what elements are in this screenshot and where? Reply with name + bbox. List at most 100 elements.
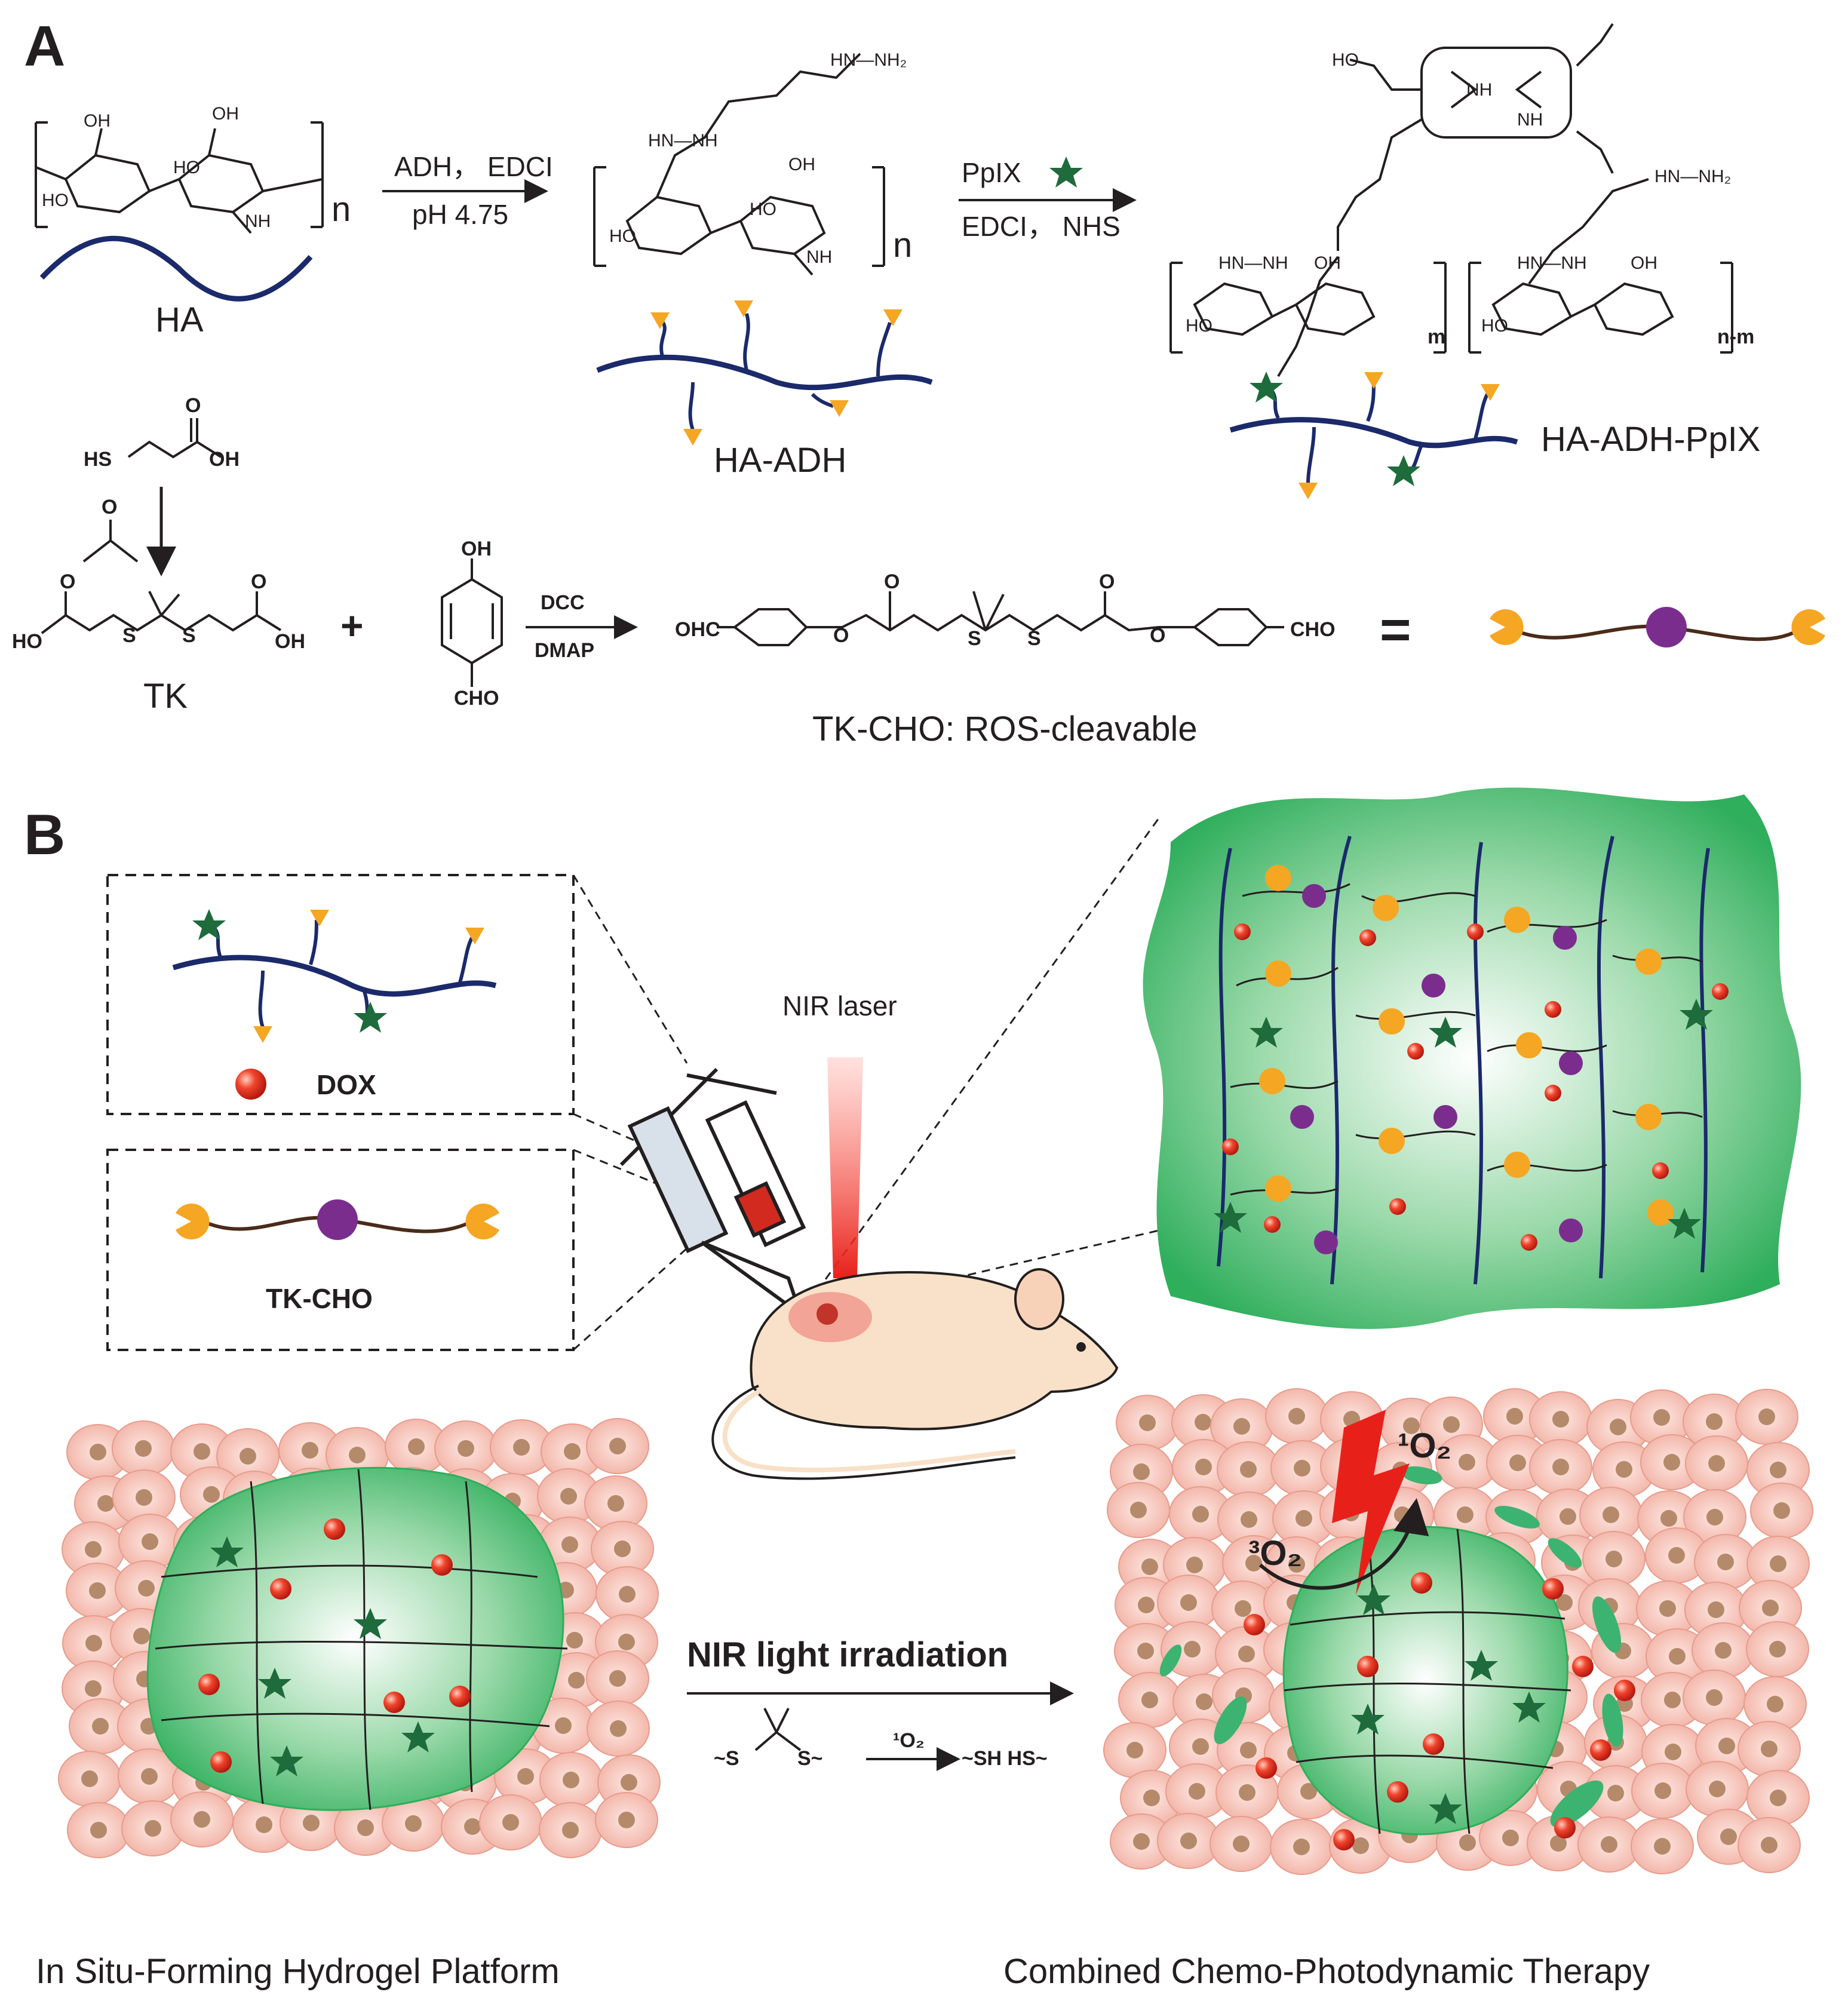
hydrogel-contents-right [1351,1572,1546,1824]
ppix-nh-1: NH [1466,80,1492,100]
acetone-structure [82,520,139,563]
tk-cho-structure [717,591,1284,646]
dmap-label: DMAP [535,639,594,662]
step1-reagents: ADH， EDCI [394,151,553,182]
plus-sign: + [340,603,364,647]
tumor-cell [1210,1816,1273,1872]
lightning-bolt-icon [1332,1410,1410,1595]
mpa-oh: OH [209,448,240,471]
released-dox-particles [1244,1578,1635,1850]
acetone-o: O [102,496,117,518]
dox-label: DOX [317,1069,376,1100]
tk-cho-ester-o-left: O [833,624,849,647]
degrading-hydrogel-right [1282,1526,1568,1836]
tk-cho-ester-o-right: O [1150,624,1165,647]
hydrogel-contents-left [198,1518,471,1776]
tumor-cell [1738,1817,1801,1873]
tumor-cell [67,1802,130,1858]
ha-ho-1: HO [42,191,69,210]
tumor-cell [1529,1439,1592,1495]
hba-oh: OH [461,538,492,560]
ha-adh-repeat-n: n [893,226,912,265]
step2-reagent: PpIX [962,157,1021,188]
triplet-oxygen-label: ³O₂ [1248,1534,1302,1573]
tk-cho-ohc: OHC [675,618,720,641]
dox-sphere-icon [235,1069,266,1100]
tumor-cell [58,1751,121,1807]
ppix-nh-2: NH [1517,110,1543,130]
mpa-hs: HS [84,448,112,471]
hydroxybenzaldehyde-structure [441,558,503,687]
ha-adh-nh: NH [806,247,832,267]
tumor-cell [587,1701,650,1757]
cleavage-products: ~SH HS~ [962,1747,1048,1770]
tumor-cell [539,1802,602,1858]
adh-hn-nh: HN—NH [648,131,718,151]
ppix-polymer-icon [172,909,497,1043]
panel-a-letter: A [24,14,65,78]
tumor-cell [1270,1819,1333,1875]
adh-hydrazide-top: HN—NH₂ [830,50,907,70]
tumor-cell [1631,1818,1694,1874]
tumor-cell [1631,1763,1694,1819]
ha-structure [35,121,324,234]
ppix-repeat-nm: n-m [1717,326,1754,348]
hydrogel-components-box-1 [106,874,575,1115]
tumor-cell [1103,1722,1166,1778]
ppix-oh-left: OH [1314,253,1341,273]
tk-cho-crosslinker-icon-b [176,1199,499,1240]
ppix-ho: HO [1332,50,1359,70]
mpa-o: O [185,394,201,417]
left-caption: In Situ-Forming Hydrogel Platform [36,1952,560,1991]
tumor-cell [1529,1391,1592,1447]
tk-s-left: S [122,624,136,647]
mercaptopropionic-acid-structure [127,418,222,459]
tk-cho-s-right: S [1027,627,1041,650]
tumor-cell [1686,1761,1749,1817]
panel-b-letter: B [24,803,65,867]
ha-adh-oh: OH [788,155,815,174]
tk-cho-o-right: O [1099,570,1115,593]
released-ppix-fragments [1159,1466,1623,1828]
ppix-repeat-m: m [1428,326,1445,348]
ppix-star-icon [1049,156,1083,188]
tk-label: TK [143,677,188,716]
mouse-icon [711,1268,1119,1480]
tumor-cell [170,1791,234,1847]
tumor-cell [1746,1621,1809,1677]
ha-nh: NH [245,211,271,231]
tk-ho: HO [12,630,42,653]
tumor-cell [112,1420,175,1477]
ha-adh-label: HA-ADH [714,441,846,480]
hydrogel-dox-particles [1222,923,1729,1251]
ha-label: HA [155,300,204,339]
ha-adh-ho-2: HO [750,200,776,219]
hydrogel-components-box-2 [106,1149,575,1351]
injected-hydrogel-left [146,1466,564,1811]
tumor-cell [595,1792,658,1848]
oxygen-conversion-arrow [1259,1498,1429,1590]
tk-cho-label-b: TK-CHO [266,1283,373,1314]
step1-conditions: pH 4.75 [412,199,508,230]
step2-conditions: EDCI， NHS [962,211,1121,242]
tumor-cell [595,1566,659,1622]
hydrogel-aldehyde-nodes [1259,865,1674,1226]
thioketal-fragment [754,1708,802,1751]
tk-cho-crosslinker-icon [1490,607,1825,647]
right-caption: Combined Chemo-Photodynamic Therapy [1003,1952,1650,1991]
singlet-oxygen-label: ¹O₂ [1398,1426,1451,1465]
cleavage-singlet-oxygen: ¹O₂ [893,1729,925,1752]
tumor-cell [586,1650,649,1707]
tk-cho-o-left: O [884,570,900,593]
tumor-cell [1118,1672,1181,1728]
ha-repeat-n: n [331,190,351,229]
ha-adh-ppix-chain-icon [1229,372,1518,499]
ppix-oh-right: OH [1631,253,1657,273]
ppix-hn-nh-right: HN—NH [1517,253,1587,273]
hydrogel-mesh-left [155,1469,568,1810]
hba-cho: CHO [454,687,499,710]
ha-adh-structure [593,53,885,276]
tumor-cell [1692,1622,1755,1678]
ppix-ho-right: HO [1481,316,1508,336]
